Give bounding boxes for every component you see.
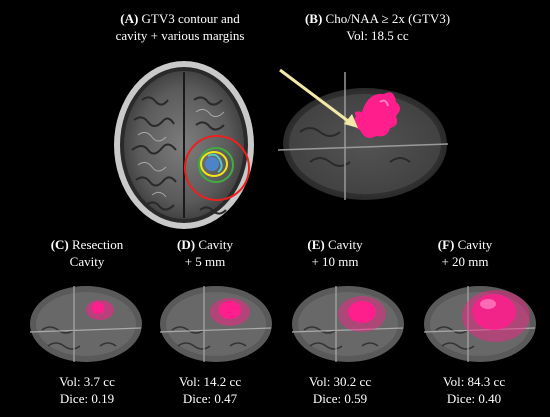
panel-b-letter: (B): [304, 11, 323, 26]
panel-c-caption: (C) Resection Cavity: [42, 236, 132, 270]
panel-a-letter: (A): [120, 11, 139, 26]
panel-a-axial-mri-image: [112, 60, 257, 230]
panel-e-title-line2: + 10 mm: [311, 254, 359, 269]
panel-e-stats: Vol: 30.2 cc Dice: 0.59: [290, 373, 390, 407]
panel-f-title-line2: + 20 mm: [441, 254, 489, 269]
panel-d-dice: Dice: 0.47: [182, 391, 238, 406]
panel-d-stats: Vol: 14.2 cc Dice: 0.47: [160, 373, 260, 407]
panel-e-3d-render-image: [290, 282, 405, 364]
panel-e-volume: Vol: 30.2 cc: [308, 374, 372, 389]
panel-c-letter: (C): [50, 237, 69, 252]
panel-f-title-line1: Cavity: [457, 237, 493, 252]
panel-c-title-line2: Cavity: [69, 254, 105, 269]
panel-d-letter: (D): [177, 237, 196, 252]
panel-d-caption: (D) Cavity + 5 mm: [160, 236, 250, 270]
panel-f-3d-render-image: [422, 282, 537, 364]
panel-c-dice: Dice: 0.19: [59, 391, 115, 406]
panel-f-letter: (F): [437, 237, 455, 252]
panel-d-title-line2: + 5 mm: [184, 254, 226, 269]
panel-d-3d-render-image: [158, 282, 273, 364]
panel-d-volume: Vol: 14.2 cc: [178, 374, 242, 389]
panel-e-title-line1: Cavity: [327, 237, 363, 252]
panel-a-title-line1: GTV3 contour and: [141, 11, 240, 26]
panel-f-caption: (F) Cavity + 20 mm: [420, 236, 510, 270]
panel-e-letter: (E): [307, 237, 325, 252]
panel-f-dice: Dice: 0.40: [446, 391, 502, 406]
panel-e-caption: (E) Cavity + 10 mm: [290, 236, 380, 270]
panel-d-title-line1: Cavity: [198, 237, 233, 252]
panel-b-volume: Vol: 18.5 cc: [346, 28, 409, 43]
panel-e-dice: Dice: 0.59: [312, 391, 368, 406]
panel-b-caption: (B) Cho/NAA ≥ 2x (GTV3) Vol: 18.5 cc: [290, 10, 465, 44]
panel-b-title-line1: Cho/NAA ≥ 2x (GTV3): [325, 11, 451, 26]
panel-c-volume: Vol: 3.7 cc: [59, 374, 115, 389]
panel-c-title-line1: Resection: [72, 237, 124, 252]
panel-b-3d-render-image: [270, 62, 450, 202]
panel-a-title-line2: cavity + various margins: [115, 28, 245, 43]
panel-c-3d-render-image: [28, 282, 143, 364]
panel-c-stats: Vol: 3.7 cc Dice: 0.19: [37, 373, 137, 407]
panel-f-volume: Vol: 84.3 cc: [442, 374, 506, 389]
panel-a-caption: (A) GTV3 contour and cavity + various ma…: [95, 10, 265, 44]
panel-f-stats: Vol: 84.3 cc Dice: 0.40: [424, 373, 524, 407]
